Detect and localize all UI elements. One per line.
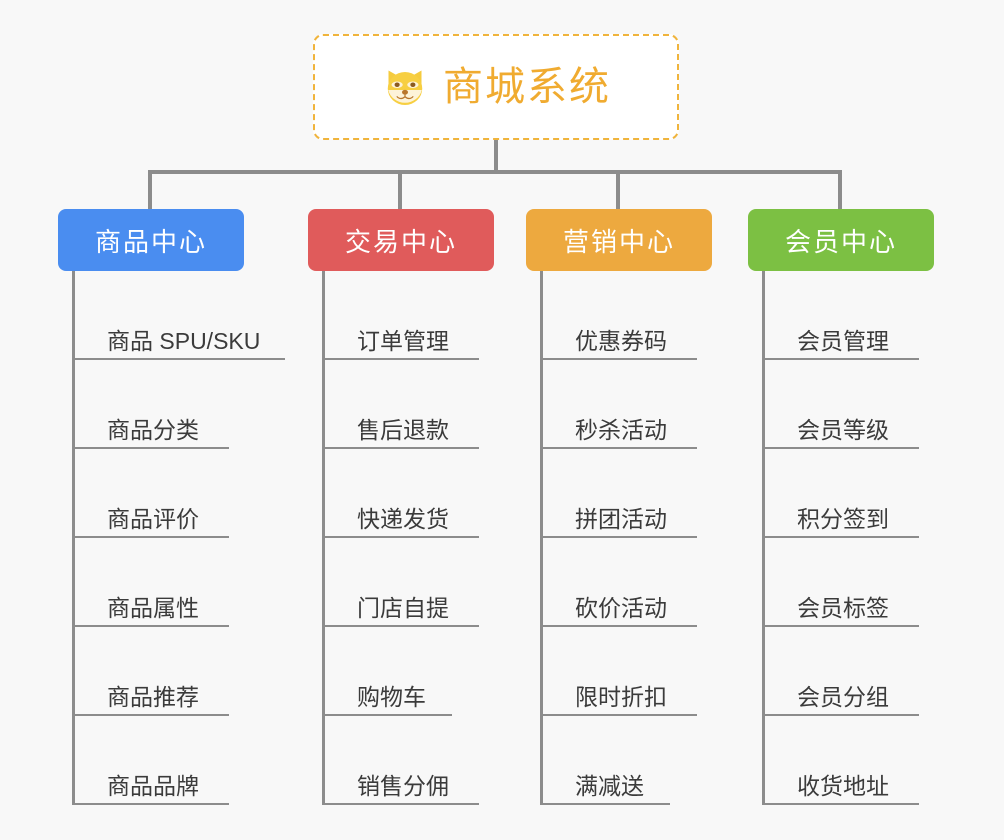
leaf-item[interactable]: 商品推荐 <box>75 627 288 716</box>
leaf-item[interactable]: 售后退款 <box>325 360 538 449</box>
leaf-label: 商品推荐 <box>107 683 199 710</box>
leaf-label: 砍价活动 <box>575 594 667 621</box>
leaf-item[interactable]: 拼团活动 <box>543 449 756 538</box>
leaf-list-2: 订单管理 售后退款 快递发货 门店自提 购物车 销售分佣 <box>322 271 538 805</box>
leaf-label: 会员标签 <box>797 594 889 621</box>
leaf-item[interactable]: 购物车 <box>325 627 538 716</box>
leaf-item[interactable]: 秒杀活动 <box>543 360 756 449</box>
leaf-label: 优惠券码 <box>575 327 667 354</box>
leaf-label: 满减送 <box>575 772 644 799</box>
leaf-label: 积分签到 <box>797 505 889 532</box>
leaf-item[interactable]: 销售分佣 <box>325 716 538 805</box>
leaf-label: 快递发货 <box>357 505 449 532</box>
leaf-label: 商品评价 <box>107 505 199 532</box>
leaf-item[interactable]: 商品 SPU/SKU <box>75 271 288 360</box>
leaf-item[interactable]: 会员等级 <box>765 360 978 449</box>
leaf-item[interactable]: 商品分类 <box>75 360 288 449</box>
branch-column-2: 交易中心 订单管理 售后退款 快递发货 门店自提 购物车 销售分佣 <box>308 209 538 805</box>
leaf-item[interactable]: 会员管理 <box>765 271 978 360</box>
leaf-item[interactable]: 订单管理 <box>325 271 538 360</box>
root-node[interactable]: 商城系统 <box>313 34 679 140</box>
branch-column-4: 会员中心 会员管理 会员等级 积分签到 会员标签 会员分组 收货地址 <box>748 209 978 805</box>
leaf-label: 商品 SPU/SKU <box>107 327 261 354</box>
leaf-item[interactable]: 积分签到 <box>765 449 978 538</box>
leaf-label: 限时折扣 <box>575 683 667 710</box>
leaf-label: 收货地址 <box>797 772 889 799</box>
branch-column-1: 商品中心 商品 SPU/SKU 商品分类 商品评价 商品属性 商品推荐 商品品牌 <box>58 209 288 805</box>
leaf-list-3: 优惠券码 秒杀活动 拼团活动 砍价活动 限时折扣 满减送 <box>540 271 756 805</box>
category-header-1[interactable]: 商品中心 <box>58 209 244 271</box>
leaf-item[interactable]: 优惠券码 <box>543 271 756 360</box>
leaf-label: 售后退款 <box>357 416 449 443</box>
leaf-item[interactable]: 快递发货 <box>325 449 538 538</box>
leaf-label: 会员管理 <box>797 327 889 354</box>
leaf-item[interactable]: 会员标签 <box>765 538 978 627</box>
leaf-item[interactable]: 满减送 <box>543 716 756 805</box>
leaf-label: 购物车 <box>357 683 426 710</box>
leaf-item[interactable]: 收货地址 <box>765 716 978 805</box>
category-header-2[interactable]: 交易中心 <box>308 209 494 271</box>
connector-drop-2 <box>398 170 402 210</box>
leaf-label: 销售分佣 <box>357 772 449 799</box>
category-header-3[interactable]: 营销中心 <box>526 209 712 271</box>
leaf-label: 会员分组 <box>797 683 889 710</box>
leaf-item[interactable]: 限时折扣 <box>543 627 756 716</box>
branch-column-3: 营销中心 优惠券码 秒杀活动 拼团活动 砍价活动 限时折扣 满减送 <box>526 209 756 805</box>
connector-bus <box>148 170 842 174</box>
leaf-item[interactable]: 商品属性 <box>75 538 288 627</box>
leaf-item[interactable]: 商品品牌 <box>75 716 288 805</box>
leaf-label: 商品品牌 <box>107 772 199 799</box>
leaf-label: 门店自提 <box>357 594 449 621</box>
leaf-label: 秒杀活动 <box>575 416 667 443</box>
leaf-label: 会员等级 <box>797 416 889 443</box>
leaf-list-4: 会员管理 会员等级 积分签到 会员标签 会员分组 收货地址 <box>762 271 978 805</box>
connector-drop-1 <box>148 170 152 210</box>
shiba-inu-dog-face-icon <box>387 70 423 105</box>
leaf-label: 商品属性 <box>107 594 199 621</box>
leaf-label: 订单管理 <box>357 327 449 354</box>
leaf-label: 商品分类 <box>107 416 199 443</box>
leaf-item[interactable]: 门店自提 <box>325 538 538 627</box>
leaf-label: 拼团活动 <box>575 505 667 532</box>
connector-drop-3 <box>616 170 620 210</box>
leaf-list-1: 商品 SPU/SKU 商品分类 商品评价 商品属性 商品推荐 商品品牌 <box>72 271 288 805</box>
connector-stem <box>494 140 498 173</box>
root-title: 商城系统 <box>443 65 611 109</box>
connector-drop-4 <box>838 170 842 210</box>
leaf-item[interactable]: 砍价活动 <box>543 538 756 627</box>
category-header-4[interactable]: 会员中心 <box>748 209 934 271</box>
leaf-item[interactable]: 商品评价 <box>75 449 288 538</box>
leaf-item[interactable]: 会员分组 <box>765 627 978 716</box>
